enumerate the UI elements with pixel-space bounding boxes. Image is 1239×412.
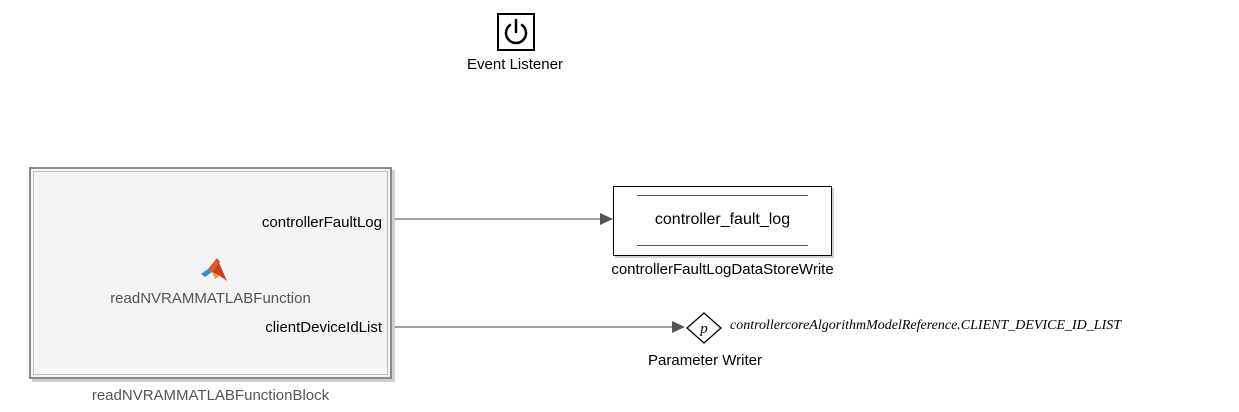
data-store-write-block-name[interactable]: controllerFaultLogDataStoreWrite: [611, 261, 834, 278]
parameter-writer-block[interactable]: p: [684, 311, 724, 345]
data-store-write-block[interactable]: controller_fault_log: [613, 186, 832, 256]
matlab-function-name: readNVRAMMATLABFunction: [110, 290, 311, 307]
matlab-function-block-name[interactable]: readNVRAMMATLABFunctionBlock: [91, 387, 330, 404]
parameter-path: controllercoreAlgorithmModelReference.CL…: [730, 318, 1122, 333]
parameter-writer-block-name[interactable]: Parameter Writer: [648, 352, 762, 369]
arrowhead: [600, 213, 613, 225]
parameter-symbol: p: [699, 321, 708, 337]
output-port-client-device-id-list: clientDeviceIdList: [265, 319, 382, 336]
event-listener-label: Event Listener: [467, 56, 563, 73]
divider: [637, 245, 808, 246]
power-icon: [504, 18, 528, 45]
event-listener-block[interactable]: [497, 13, 535, 51]
matlab-logo-icon: [201, 258, 227, 281]
output-port-controller-fault-log: controllerFaultLog: [261, 214, 382, 231]
matlab-function-block[interactable]: controllerFaultLog readNVRAMMATLABFuncti…: [29, 167, 392, 379]
divider: [637, 195, 808, 196]
data-store-name: controller_fault_log: [654, 211, 791, 228]
arrowhead: [672, 321, 685, 333]
